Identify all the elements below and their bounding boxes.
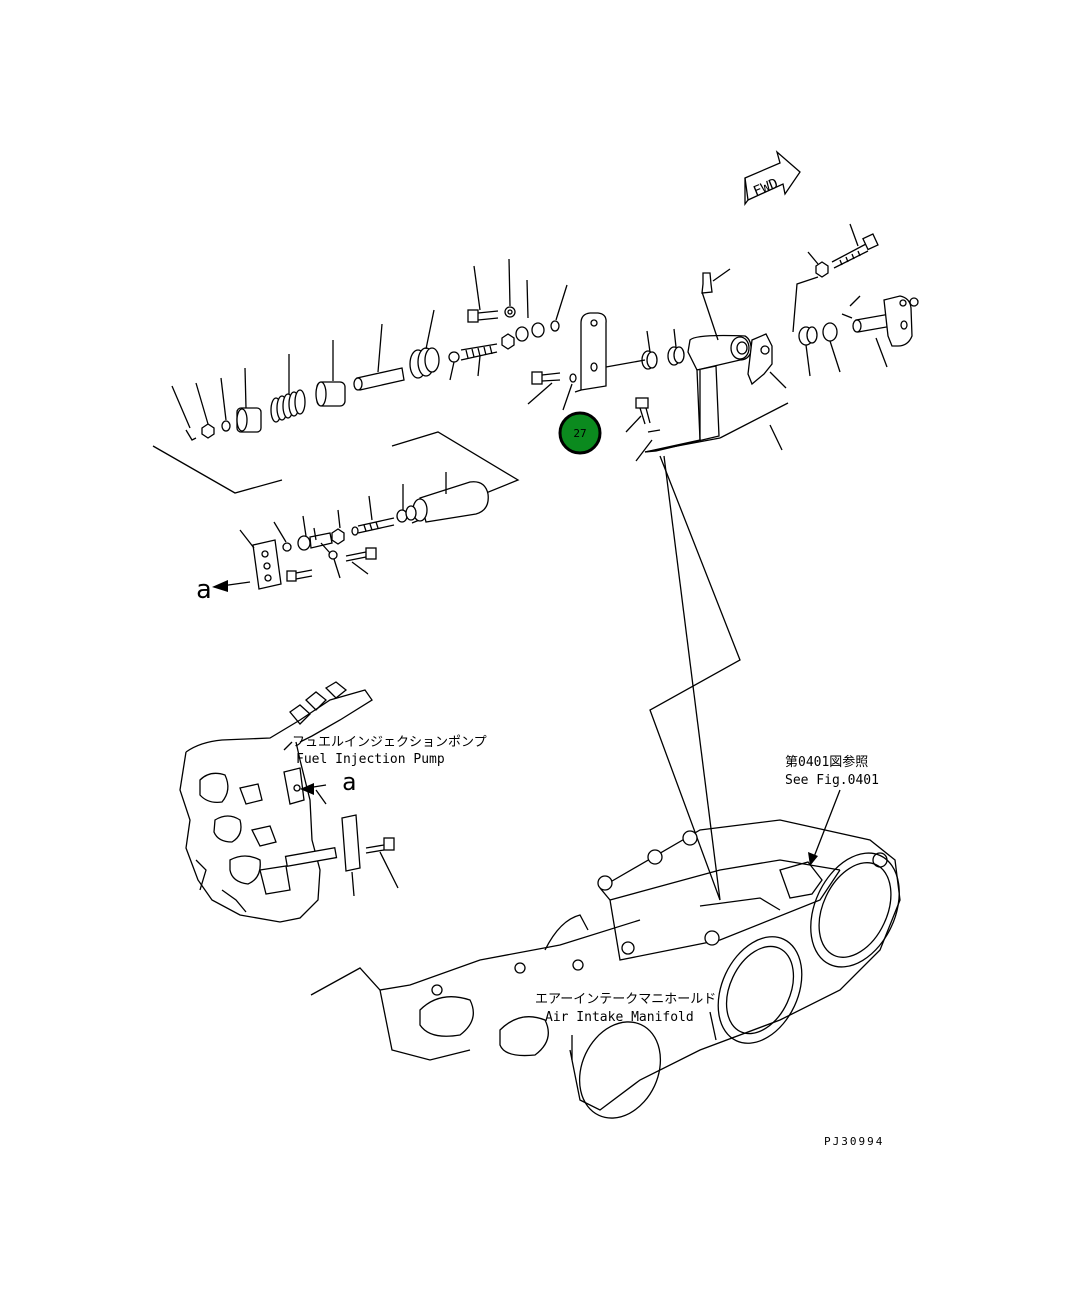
bracket-part <box>527 312 607 411</box>
air-intake-manifold-illustration: エアーインテークマニホールド Air Intake Manifold <box>310 789 901 1119</box>
manifold-label-jp: エアーインテークマニホールド <box>535 992 716 1007</box>
reference-label-en: See Fig.0401 <box>785 773 879 788</box>
upper-left-parts-group <box>152 309 440 494</box>
upper-right-parts-group <box>605 223 919 462</box>
fwd-arrow-icon: FWD <box>744 150 801 206</box>
linkage-rod <box>649 455 741 901</box>
upper-middle-parts-group <box>448 258 568 381</box>
drawing-code: PJ30994 <box>824 1135 884 1148</box>
callout-27-number: 27 <box>573 427 586 440</box>
callout-27-badge <box>558 411 602 455</box>
detail-a-label: a <box>196 575 212 605</box>
fuel-pump-label-en: Fuel Injection Pump <box>296 752 445 767</box>
lower-left-parts-group: a <box>196 431 520 605</box>
reference-note: 第0401図参照 See Fig.0401 <box>785 754 879 788</box>
fuel-injection-pump-illustration: a フュエルインジェクションポンプ Fuel Injection Pump <box>179 681 487 923</box>
fuel-pump-label-jp: フュエルインジェクションポンプ <box>292 735 487 750</box>
pump-detail-a-label: a <box>342 768 356 796</box>
callout-27[interactable]: 27 <box>558 411 602 455</box>
manifold-label-en: Air Intake Manifold <box>545 1010 694 1025</box>
reference-label-jp: 第0401図参照 <box>785 754 868 770</box>
